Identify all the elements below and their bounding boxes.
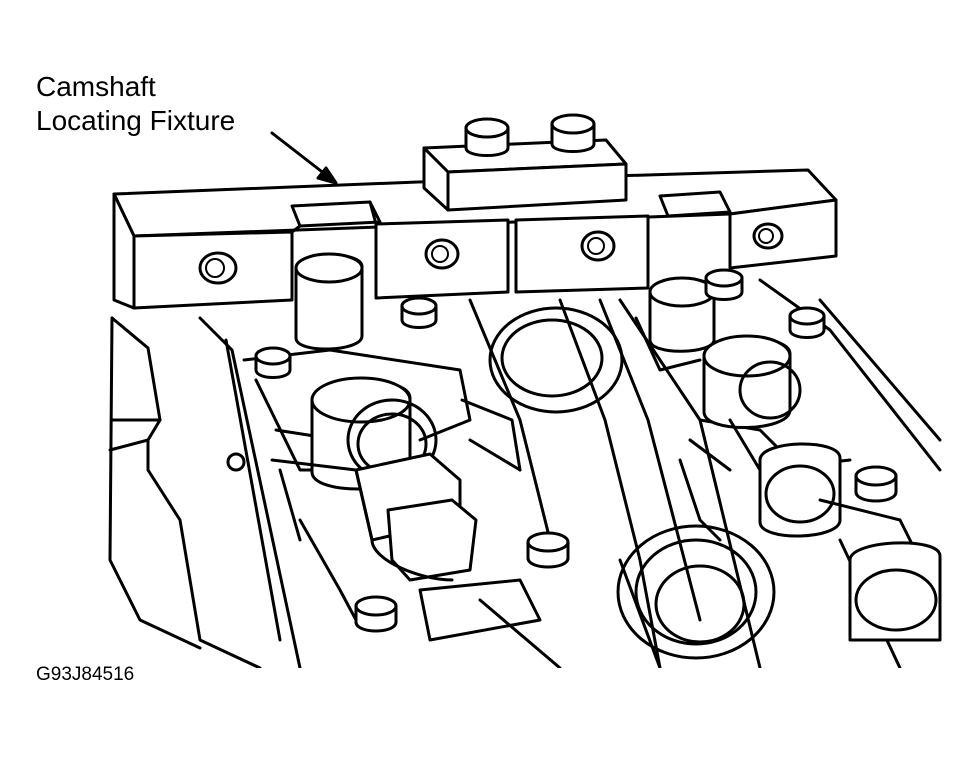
camshaft-locating-fixture xyxy=(112,138,838,310)
fixture-bolt-right xyxy=(550,113,596,153)
right-camshaft xyxy=(634,276,942,642)
bolt-right-middle xyxy=(788,306,826,339)
fixture-bolt-left xyxy=(464,117,510,157)
leader-arrow xyxy=(270,131,338,185)
figure-code: G93J84516 xyxy=(36,664,135,685)
bolt-right-lower xyxy=(854,465,898,503)
callout-line-2: Locating Fixture xyxy=(36,105,236,136)
bolt-left-middle xyxy=(400,296,438,329)
bolt-right-upper xyxy=(704,268,744,301)
bolt-left-upper xyxy=(254,346,292,379)
left-camshaft xyxy=(242,252,562,670)
bolt-left-lower-right xyxy=(526,531,570,569)
bolt-left-lower xyxy=(354,595,398,633)
spark-plug-well-upper xyxy=(488,306,624,414)
callout-line-1: Camshaft xyxy=(36,71,156,102)
camshaft-locating-fixture-label: Camshaft Locating Fixture xyxy=(36,70,235,138)
spark-plug-well-lower xyxy=(616,524,776,660)
